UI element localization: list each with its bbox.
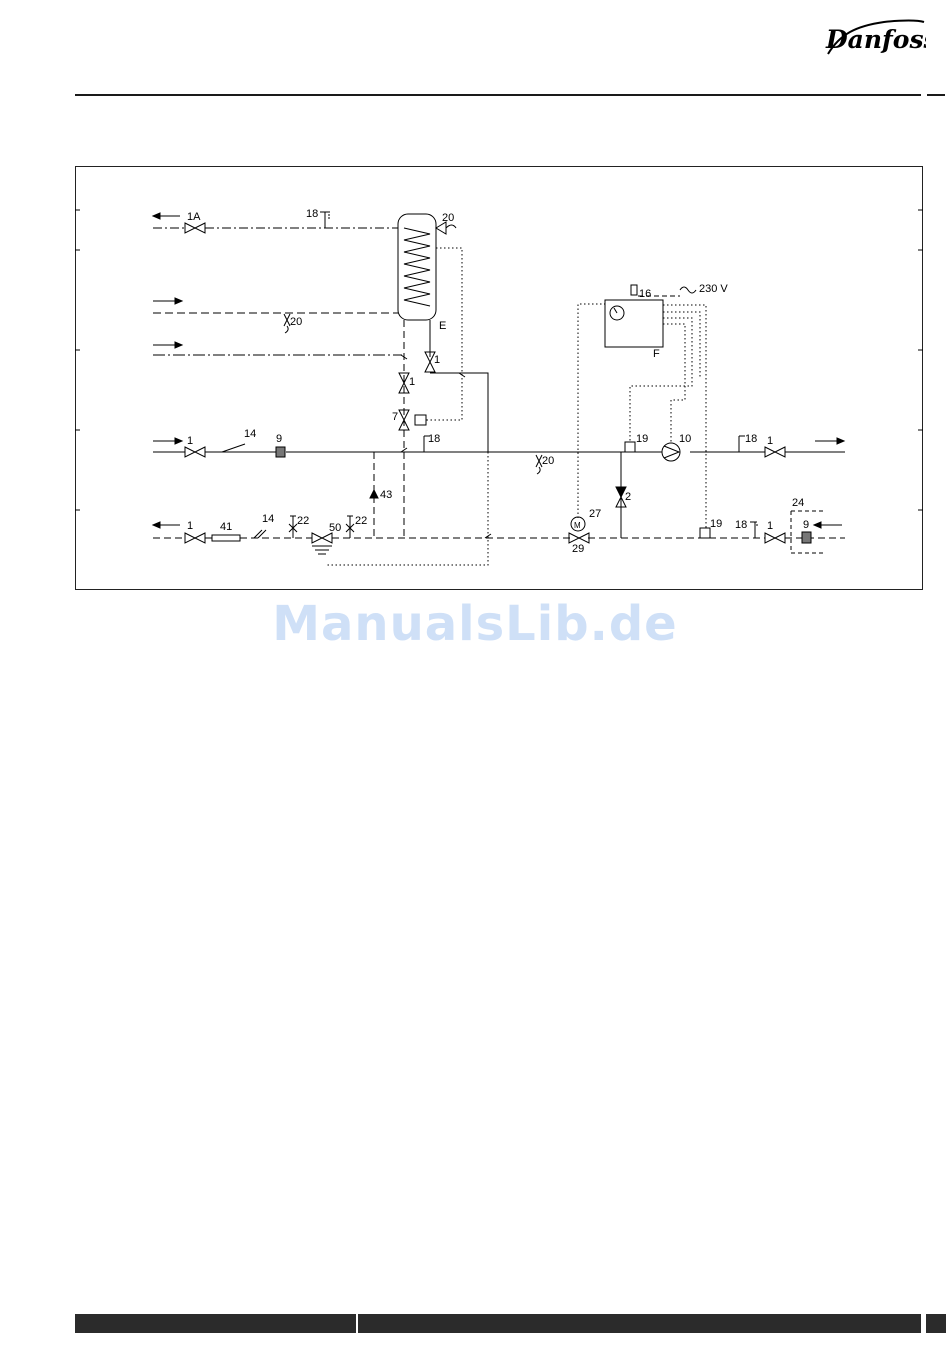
pipes <box>153 228 845 565</box>
label-43: 43 <box>380 489 392 501</box>
label-16: 16 <box>639 288 651 300</box>
hydraulic-diagram: 1A 18 20 20 16 230 V E F 1 1 7 1 14 9 18… <box>0 0 950 600</box>
label-18d: 18 <box>735 519 747 531</box>
label-1d: 1 <box>187 435 193 447</box>
footer-bar-tab <box>926 1314 946 1333</box>
frame-ticks <box>75 210 923 510</box>
footer-bar-right <box>358 1314 921 1333</box>
label-20b: 20 <box>290 316 302 328</box>
label-29: 29 <box>572 543 584 555</box>
label-24: 24 <box>792 497 804 509</box>
label-18b: 18 <box>428 433 440 445</box>
label-19b: 19 <box>710 518 722 530</box>
flow-arrows <box>153 213 844 528</box>
label-m: M <box>574 521 581 530</box>
label-27: 27 <box>589 508 601 520</box>
label-20c: 20 <box>542 455 554 467</box>
label-9a: 9 <box>276 433 282 445</box>
valves <box>185 223 785 543</box>
label-14b: 14 <box>262 513 274 525</box>
storage-tank <box>398 214 436 320</box>
label-e: E <box>439 320 446 332</box>
label-10: 10 <box>679 433 691 445</box>
label-18c: 18 <box>745 433 757 445</box>
watermark-text: ManualsLib.de <box>0 596 950 652</box>
label-2: 2 <box>625 491 631 503</box>
label-22a: 22 <box>297 515 309 527</box>
label-1b: 1 <box>434 354 440 366</box>
label-22b: 22 <box>355 515 367 527</box>
label-230v: 230 V <box>699 283 728 295</box>
label-1a: 1A <box>187 211 201 223</box>
label-1g: 1 <box>767 520 773 532</box>
label-19a: 19 <box>636 433 648 445</box>
label-1f: 1 <box>187 520 193 532</box>
footer-bar-left <box>75 1314 356 1333</box>
label-7: 7 <box>392 411 398 423</box>
label-41: 41 <box>220 521 232 533</box>
label-20a: 20 <box>442 212 454 224</box>
label-50: 50 <box>329 522 341 534</box>
label-9b: 9 <box>803 519 809 531</box>
controller-box <box>605 285 663 347</box>
label-1e: 1 <box>767 435 773 447</box>
label-1c: 1 <box>409 376 415 388</box>
label-14a: 14 <box>244 428 256 440</box>
label-18a: 18 <box>306 208 318 220</box>
diagram-labels: 1A 18 20 20 16 230 V E F 1 1 7 1 14 9 18… <box>187 208 809 555</box>
components <box>212 212 824 554</box>
label-f: F <box>653 348 660 360</box>
